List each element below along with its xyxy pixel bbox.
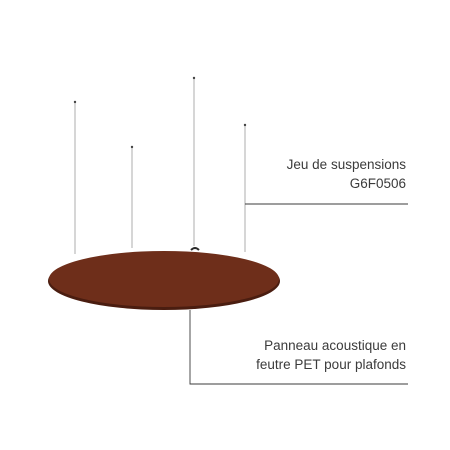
callout-suspension-line2: G6F0506 xyxy=(349,176,406,191)
callout-leader-lines xyxy=(189,203,408,385)
callout-panel: Panneau acoustique en feutre PET pour pl… xyxy=(256,336,406,374)
callout-panel-line2: feutre PET pour plafonds xyxy=(256,357,406,372)
cable-anchor-left xyxy=(73,100,77,104)
cable-anchor-center-left xyxy=(130,145,134,149)
callout-suspension-line1: Jeu de suspensions xyxy=(286,157,406,172)
acoustic-panel xyxy=(48,247,280,310)
panel-hanger-clip xyxy=(190,247,200,251)
callout-panel-line1: Panneau acoustique en xyxy=(264,338,406,353)
cable-anchor-right xyxy=(243,123,247,127)
leader-panel xyxy=(189,310,408,385)
cable-anchor-center xyxy=(192,76,196,80)
panel-top xyxy=(49,251,279,307)
callout-suspension: Jeu de suspensions G6F0506 xyxy=(287,155,406,193)
suspension-cables xyxy=(73,76,247,254)
